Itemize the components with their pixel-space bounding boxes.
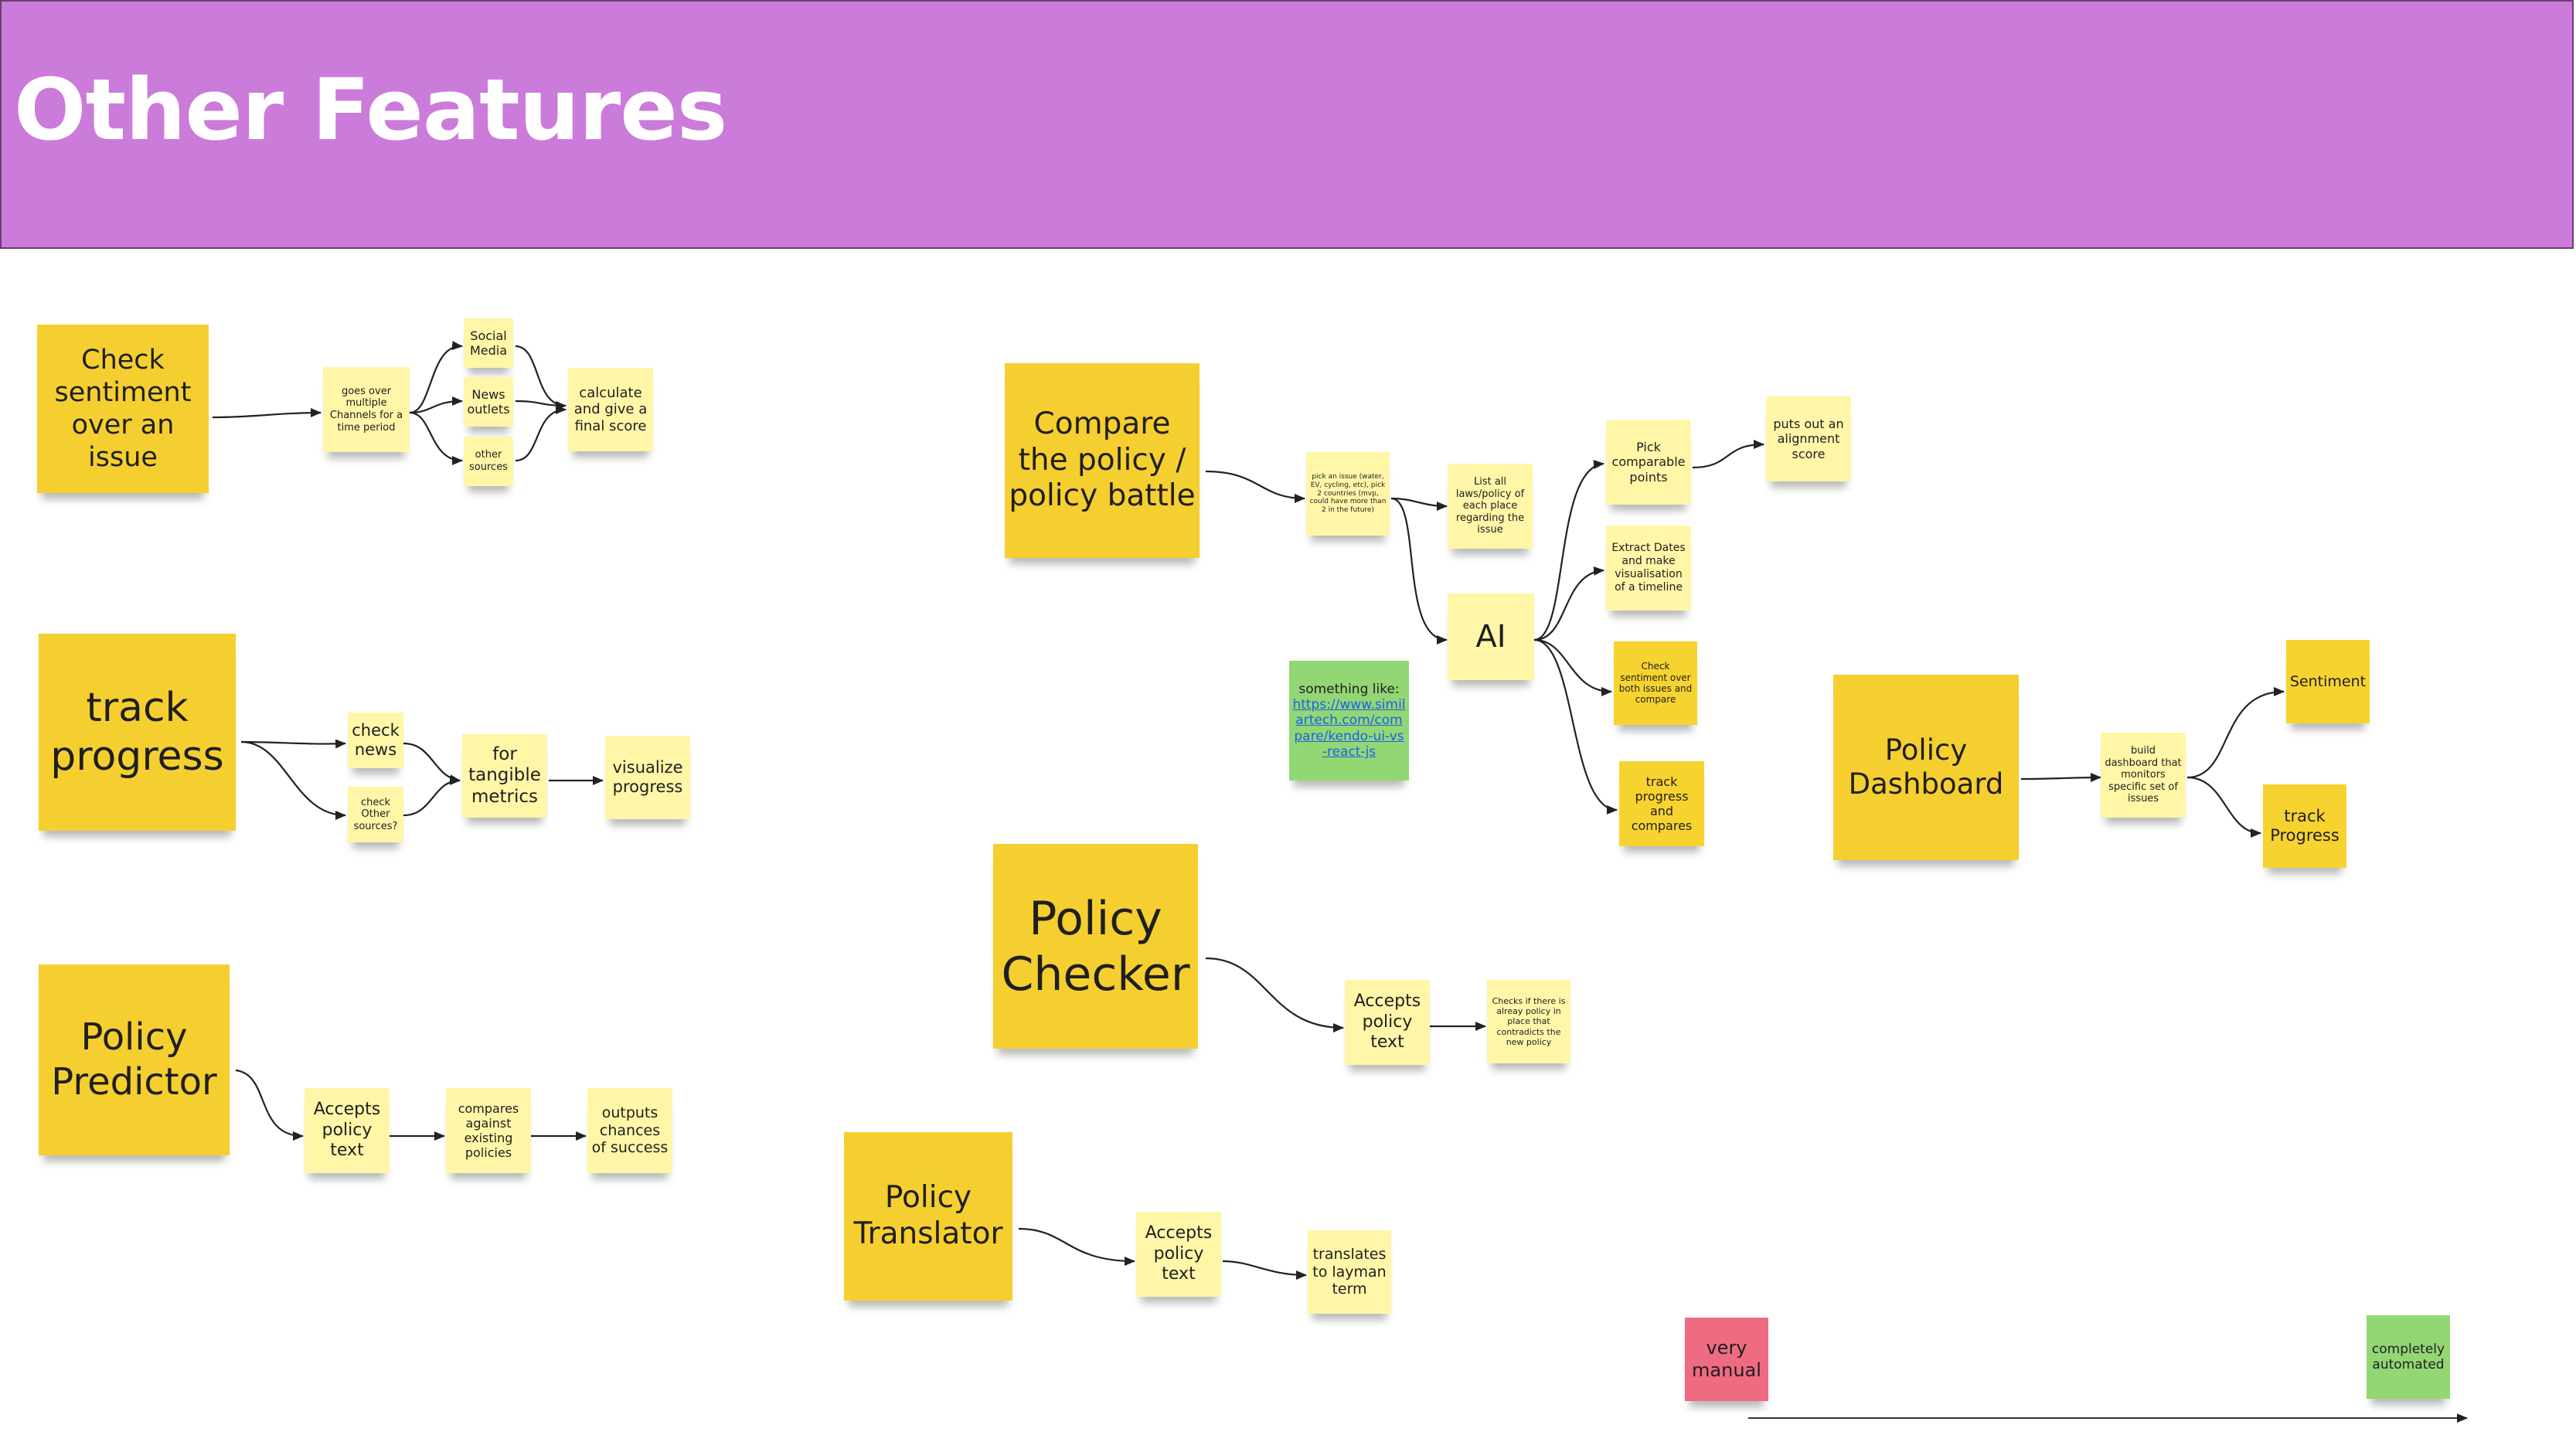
connector [2186,776,2261,838]
connector [235,1069,304,1141]
note-check-news[interactable]: check news [348,713,403,768]
connector [2186,687,2285,779]
note-translates-layman[interactable]: translates to layman term [1308,1230,1391,1314]
note-check-sentiment-both[interactable]: Check sentiment over both issues and com… [1614,641,1697,725]
note-something-like[interactable]: something like: https://www.similartech.… [1289,661,1409,781]
note-policy-predictor[interactable]: Policy Predictor [39,964,230,1155]
connector [1205,470,1305,503]
connector [515,405,567,462]
note-pick-issue[interactable]: pick an issue (water, EV, cycling, etc),… [1306,452,1390,536]
reference-link[interactable]: https://www.similartech.com/compare/kend… [1292,696,1406,760]
note-outputs-chances[interactable]: outputs chances of success [587,1088,672,1173]
connector [240,739,346,749]
note-dashboard-sentiment[interactable]: Sentiment [2286,640,2370,723]
note-build-dashboard[interactable]: build dashboard that monitors specific s… [2101,733,2186,818]
connector [1390,497,1448,645]
connector [1222,1260,1307,1280]
note-policy-checker[interactable]: Policy Checker [993,844,1198,1049]
note-visualize-progress[interactable]: visualize progress [605,736,690,819]
connector [515,400,567,410]
note-translator-accepts-text[interactable]: Accepts policy text [1136,1212,1221,1297]
connector [409,341,463,414]
connector [403,776,461,817]
note-list-laws[interactable]: List all laws/policy of each place regar… [1448,464,1533,549]
note-predictor-accepts-text[interactable]: Accepts policy text [305,1088,390,1173]
note-compares-existing[interactable]: compares against existing policies [446,1088,531,1173]
connector [1018,1227,1135,1266]
note-final-score[interactable]: calculate and give a final score [568,368,653,451]
note-ai[interactable]: AI [1448,594,1534,680]
note-news-outlets[interactable]: News outlets [464,377,513,427]
connector [2020,773,2101,783]
note-policy-translator[interactable]: Policy Translator [844,1132,1012,1301]
connector [409,396,463,414]
note-pick-points[interactable]: Pick comparable points [1606,420,1691,505]
note-dashboard-track-progress[interactable]: track Progress [2263,784,2346,868]
connector [1533,566,1604,641]
note-check-other-sources[interactable]: check Other sources? [348,787,403,842]
note-very-manual[interactable]: very manual [1685,1318,1768,1401]
note-alignment-score[interactable]: puts out an alignment score [1766,396,1851,481]
note-track-progress[interactable]: track progress [39,634,236,831]
note-track-and-compare[interactable]: track progress and compares [1619,761,1704,846]
note-tangible-metrics[interactable]: for tangible metrics [462,734,547,818]
connector [515,345,567,410]
connector [1692,440,1764,469]
note-checks-contradiction[interactable]: Checks if there is alreay policy in plac… [1487,980,1570,1063]
connector [409,411,463,465]
connector [212,408,322,419]
connector [240,740,346,820]
header-banner: Other Features [0,0,2574,249]
note-checker-accepts-text[interactable]: Accepts policy text [1345,980,1430,1065]
note-completely-automated[interactable]: completely automated [2367,1315,2450,1399]
connector [1533,460,1604,641]
note-channels[interactable]: goes over multiple Channels for a time p… [323,367,410,452]
note-other-sources[interactable]: other sources [464,437,513,486]
connector [1533,638,1618,815]
page-title: Other Features [14,60,727,159]
note-policy-dashboard[interactable]: Policy Dashboard [1833,675,2019,860]
note-check-sentiment[interactable]: Check sentiment over an issue [37,325,209,493]
connector [1533,638,1612,696]
note-compare-policy[interactable]: Compare the policy / policy battle [1005,363,1200,558]
connector [1205,957,1344,1032]
note-social-media[interactable]: Social Media [464,318,513,368]
connector [1390,497,1448,511]
connector [403,742,461,784]
note-extract-dates[interactable]: Extract Dates and make visualisation of … [1606,526,1691,611]
